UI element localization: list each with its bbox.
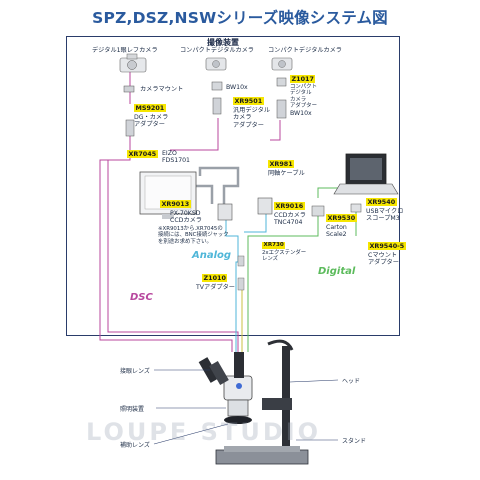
tv-adapter-icon (237, 277, 245, 291)
camera-mount-icon (123, 85, 135, 93)
xr9013-desc-line: CCDカメラ (170, 217, 202, 225)
code-xr9501: XR9501 (233, 97, 264, 105)
xr9540-5-desc-line: アダプター (368, 259, 399, 267)
extender-lens-icon (237, 255, 245, 267)
analog-label: Analog (192, 250, 232, 261)
dg-adapter-icon (125, 119, 135, 137)
code-xr981: XR981 (268, 160, 295, 168)
aux-lens-label: 補助レンズ (120, 442, 150, 449)
page-title: SPZ,DSZ,NSWシリーズ映像システム図 (92, 9, 388, 27)
usb-microscope-icon (350, 203, 362, 213)
code-z1017: Z1017 (290, 75, 316, 83)
head-label: ヘッド (342, 378, 361, 385)
bw10x-label-1: BW10x (226, 84, 248, 91)
code-xr9540: XR9540 (366, 198, 397, 206)
section-title: 撮像装置 (207, 38, 239, 47)
z1017-desc-line: カメラ (290, 96, 307, 103)
xr9540-5-desc-line: Cマウント (368, 252, 398, 259)
xr7045-desc-line: FDS1701 (162, 157, 190, 165)
xr730-desc-line: レンズ (262, 256, 279, 263)
digital-label: Digital (318, 266, 356, 277)
xr9530-desc-line: Scale2 (326, 231, 347, 239)
xr981-desc: 同軸ケーブル (268, 170, 305, 177)
compact-camera-2-label: コンパクトデジタルカメラ (268, 47, 342, 54)
code-xr9530: XR9530 (326, 214, 357, 222)
xr9501-desc-line: カメラ (233, 114, 252, 122)
dsc-label: DSC (130, 292, 153, 303)
code-xr9016: XR9016 (274, 202, 305, 210)
camera-mount-label: カメラマウント (140, 86, 184, 93)
stand-label: スタンド (342, 438, 367, 445)
system-frame (66, 36, 400, 336)
z1017-desc-line: デジタル (290, 90, 312, 97)
code-xr9013: XR9013 (160, 200, 191, 208)
tnc4704-ccd-icon (257, 197, 273, 215)
code-xr730: XR730 (262, 242, 286, 249)
watermark-logo: LOUPE STUDIO (86, 418, 322, 446)
xr9501-desc-line: 汎用デジタル (233, 107, 271, 114)
xr730-desc-line: 2xエクステンダー (262, 250, 307, 256)
z1017-desc-line: アダプター (290, 103, 317, 110)
compact-camera-1-label: コンパクトデジタルカメラ (180, 47, 254, 54)
xr9540-desc-line: USBマイクロ (366, 208, 404, 215)
code-ms9201: MS9201 (134, 104, 166, 112)
z1010-desc: TVアダプター (196, 284, 235, 291)
xr9013-desc-line: PX-70KSD (170, 210, 201, 217)
carton-scale-icon (311, 205, 325, 217)
ms9201-desc-line: アダプター (134, 121, 165, 129)
compact-camera-1-icon (205, 57, 227, 115)
code-z1010: Z1010 (202, 274, 228, 282)
xr9530-desc-line: Carton (326, 224, 347, 231)
xr9540-desc-line: スコープM3 (366, 215, 400, 223)
xr7045-desc-line: EIZO (162, 150, 177, 157)
slr-camera-label: デジタル1眼レフカメラ (92, 47, 158, 54)
slr-camera-icon (119, 53, 147, 73)
px70ksd-ccd-icon (217, 203, 233, 221)
xr9501-desc-line: アダプター (233, 121, 264, 129)
code-xr9540-5: XR9540-5 (368, 242, 406, 250)
z1017-desc-line: コンパクト (290, 84, 317, 90)
compact-camera-2-icon (271, 57, 293, 119)
microscope-icon (198, 339, 309, 465)
xr9013-note-line: 接続には、BNC接続ジャック (158, 232, 229, 239)
laptop-icon (333, 153, 399, 195)
eyepiece-label: 接眼レンズ (120, 368, 150, 375)
xr9016-desc-line: TNC4704 (274, 219, 303, 227)
code-xr7045: XR7045 (127, 150, 158, 158)
illumination-label: 照明装置 (120, 406, 145, 413)
ms9201-desc-line: DG・カメラ (134, 114, 169, 121)
xr9016-desc-line: CCDカメラ (274, 212, 306, 219)
xr9013-note-line: ※XR9013から.XR7045の (158, 226, 223, 232)
xr9013-note-line: を別途お求め下さい。 (158, 238, 212, 245)
bw10x-label-2: BW10x (290, 110, 312, 117)
